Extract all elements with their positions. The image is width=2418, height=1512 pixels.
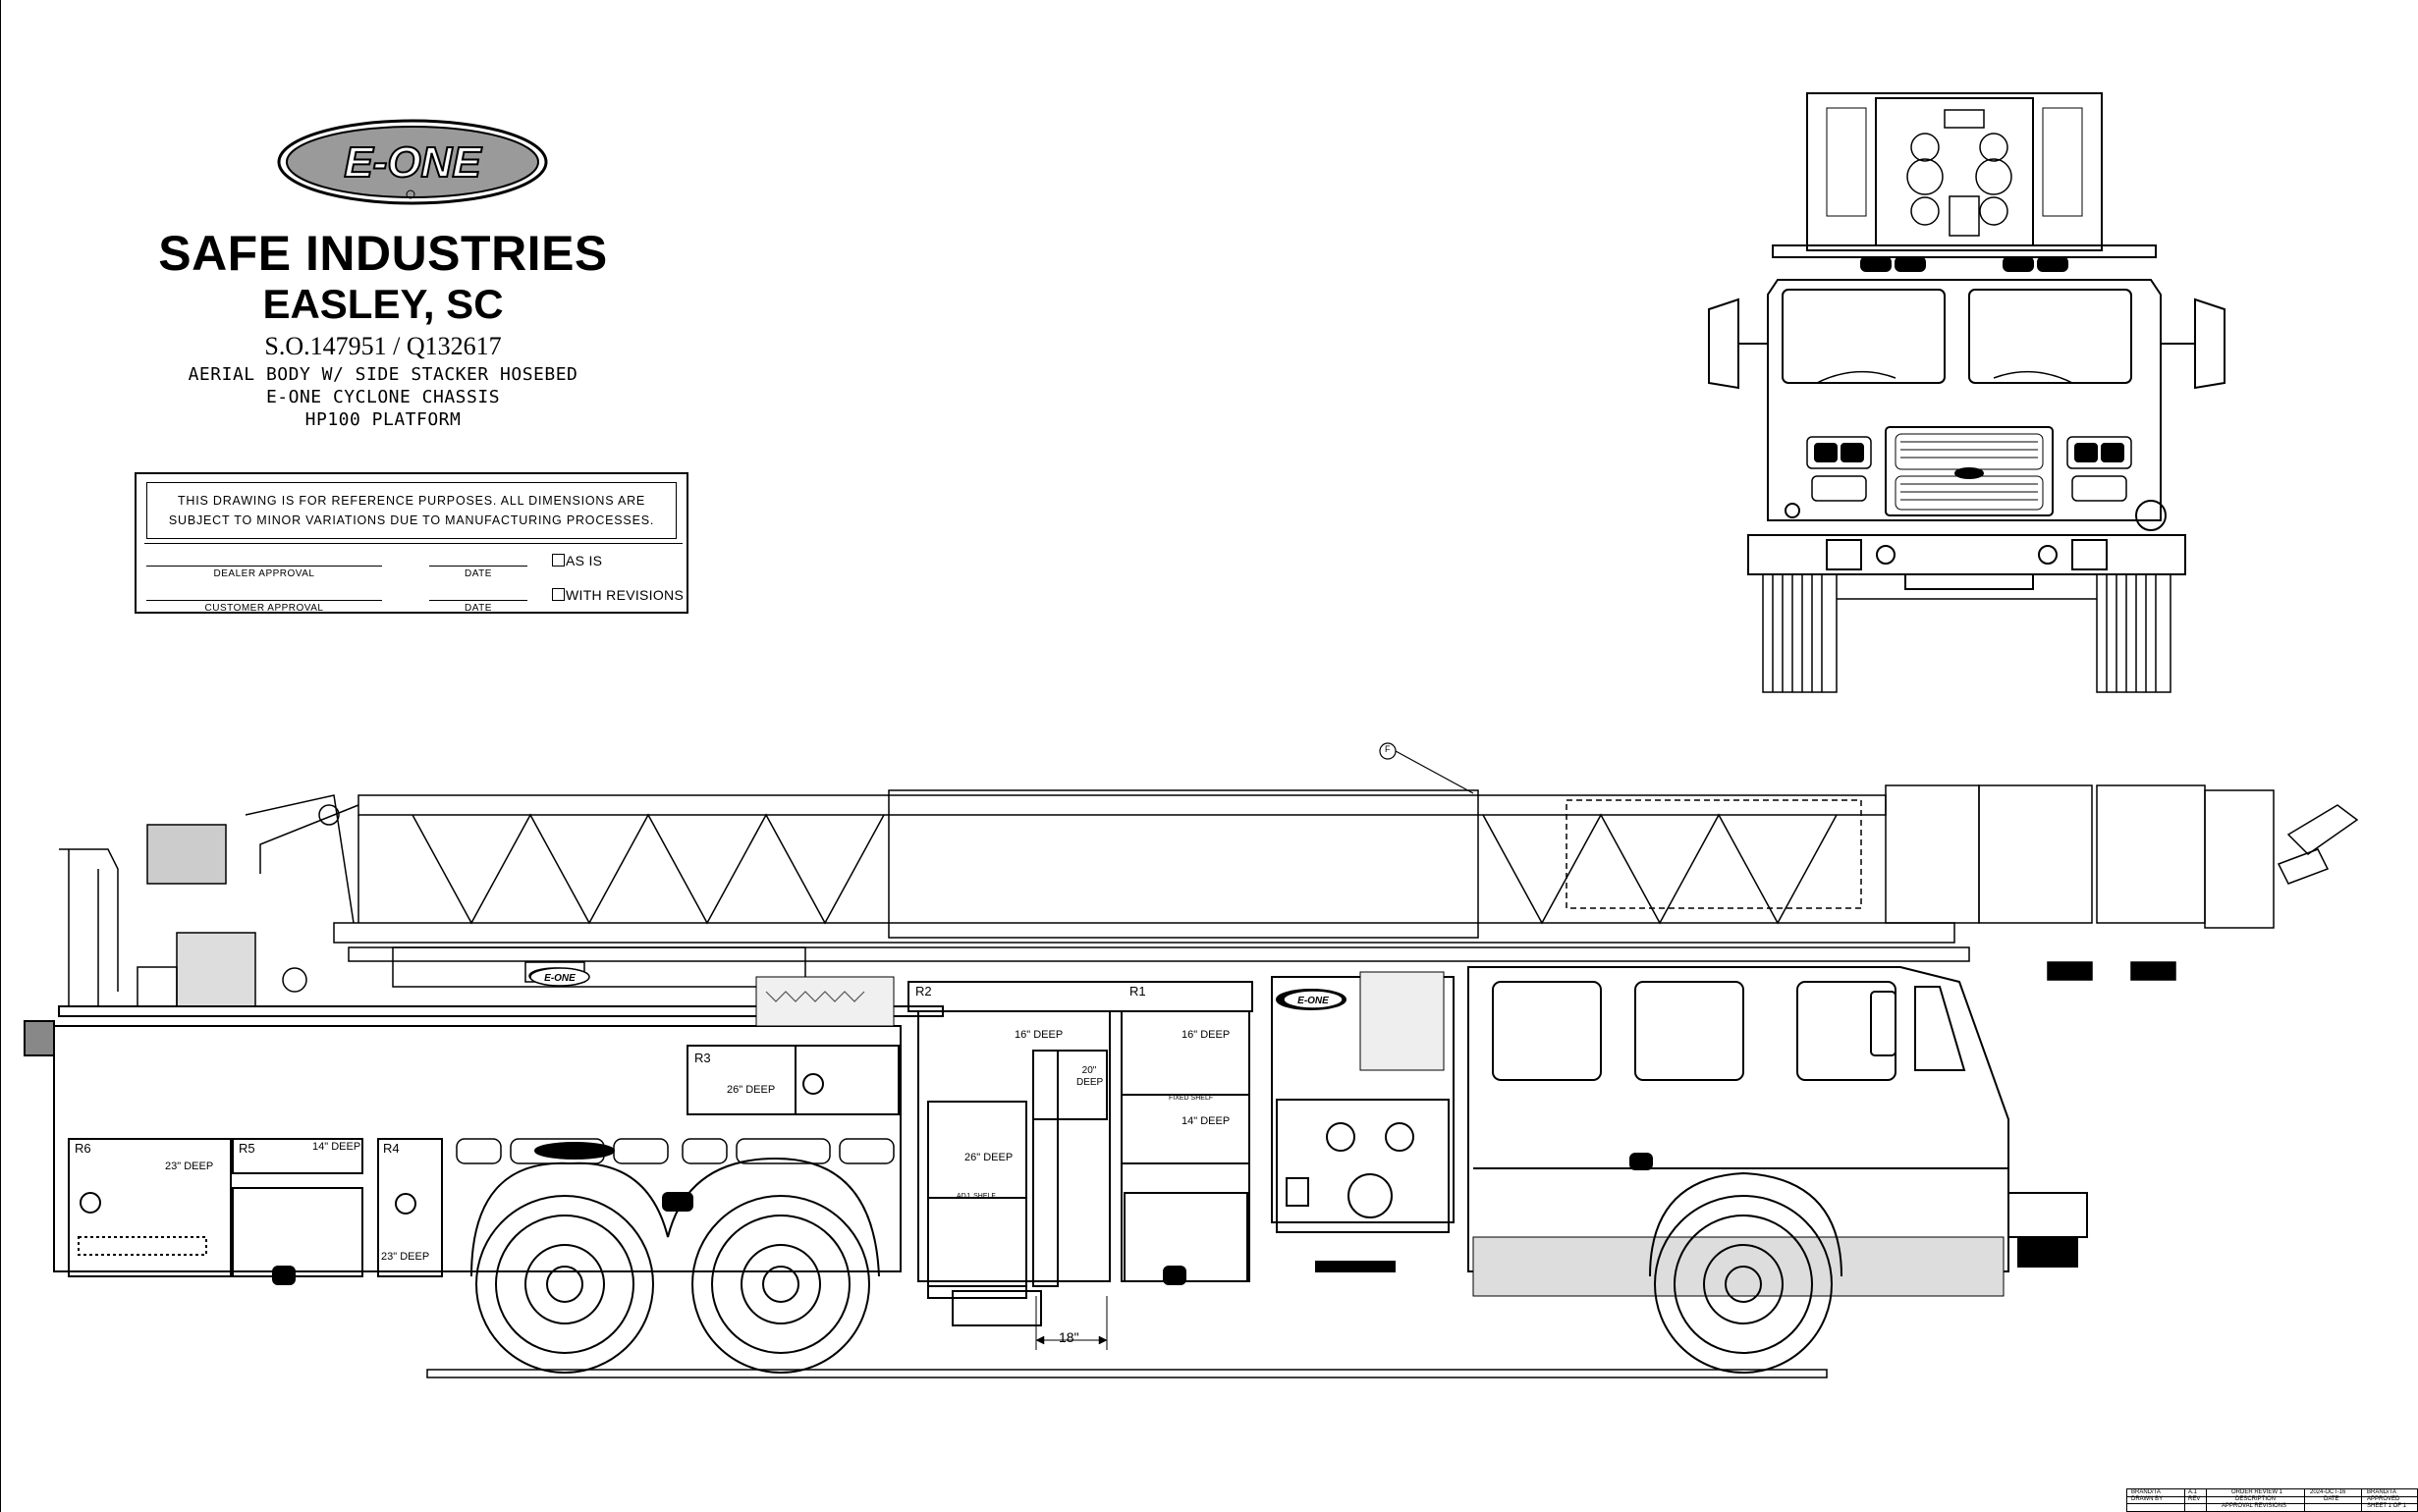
compartment-r1-id: R1 (1129, 984, 1146, 999)
with-revisions-option[interactable]: WITH REVISIONS (552, 587, 684, 603)
title-block: SAFE INDUSTRIES EASLEY, SC S.O.147951 / … (147, 226, 619, 431)
compartment-r3-depth: 26" DEEP (727, 1084, 776, 1096)
tb-approved-value: BRAND/TA (2367, 1489, 2396, 1495)
order-number: S.O.147951 / Q132617 (264, 332, 502, 360)
tb-date: DATE (2324, 1496, 2339, 1502)
pump-panel-logo: E-ONE (1283, 990, 1344, 1009)
dealer-signature-line[interactable] (146, 566, 382, 567)
tb-description-value: ORDER REVIEW 1 (2231, 1489, 2283, 1495)
tb-date-value: 2024-OCT-16 (2310, 1489, 2346, 1495)
company-city: EASLEY, SC (262, 281, 504, 327)
pump-logo-text: E-ONE (1297, 996, 1329, 1006)
front-axle-wheel (1654, 1195, 1833, 1374)
r1-fixed-shelf: FIXED SHELF (1169, 1095, 1214, 1102)
compartment-r6-id: R6 (75, 1141, 91, 1156)
rear-axle-1-wheel (475, 1195, 654, 1374)
tb-drawn-by: DRAWN BY (2131, 1496, 2164, 1502)
dealer-date-label: DATE (465, 568, 492, 579)
compartment-r3-id: R3 (694, 1051, 711, 1065)
logo-text: E-ONE (344, 138, 482, 187)
notice-line-2: SUBJECT TO MINOR VARIATIONS DUE TO MANUF… (168, 513, 655, 527)
r2-side-depth: 20" DEEP (1076, 1065, 1104, 1088)
compartment-r5-depth: 14" DEEP (312, 1141, 361, 1153)
customer-signature-line[interactable] (146, 600, 382, 601)
as-is-checkbox[interactable] (552, 554, 565, 567)
dimension-18: 18" (1059, 1329, 1079, 1345)
dealer-date-line[interactable] (429, 566, 527, 567)
tb-rev-value: A.1 (2188, 1489, 2198, 1495)
tb-approval-revisions: APPROVAL REVISIONS (2222, 1503, 2287, 1509)
side-view-drawing (24, 742, 2359, 1378)
body-logo: E-ONE (529, 967, 590, 987)
e-one-logo: E-ONE (277, 119, 548, 205)
notice-line-1: THIS DRAWING IS FOR REFERENCE PURPOSES. … (177, 494, 646, 508)
r2-lower-depth: 26" DEEP (964, 1152, 1014, 1163)
customer-approval-label: CUSTOMER APPROVAL (204, 603, 324, 614)
approval-divider (144, 543, 683, 544)
compartment-r1-depth: 16" DEEP (1182, 1029, 1231, 1041)
compartment-r6-depth: 23" DEEP (165, 1161, 214, 1172)
customer-date-line[interactable] (429, 600, 527, 601)
compartment-r4-id: R4 (383, 1141, 400, 1156)
tb-description: DESCRIPTION (2235, 1496, 2277, 1502)
compartment-r5-id: R5 (239, 1141, 255, 1156)
as-is-option[interactable]: AS IS (552, 553, 602, 568)
body-logo-text: E-ONE (544, 973, 576, 984)
frame-left-edge (0, 0, 1, 1512)
as-is-label: AS IS (566, 553, 603, 568)
callout-f: F (1385, 744, 1391, 754)
rear-axle-2-wheel (691, 1195, 870, 1374)
compartment-r4-depth: 23" DEEP (381, 1251, 430, 1263)
dealer-approval-label: DEALER APPROVAL (213, 568, 315, 579)
description-line-1: AERIAL BODY W/ SIDE STACKER HOSEBED (188, 364, 578, 385)
r2-adj-shelf: ADJ. SHELF (957, 1193, 996, 1200)
reference-notice: THIS DRAWING IS FOR REFERENCE PURPOSES. … (146, 482, 677, 539)
description-line-3: HP100 PLATFORM (304, 409, 462, 430)
tb-sheet: SHEET 1 OF 1 (2367, 1503, 2406, 1509)
with-revisions-label: WITH REVISIONS (566, 587, 685, 603)
compartment-r2-depth: 16" DEEP (1015, 1029, 1064, 1041)
drawing-title-block: BRAND/TA A.1 ORDER REVIEW 1 2024-OCT-16 … (2126, 1488, 2418, 1512)
approval-box: THIS DRAWING IS FOR REFERENCE PURPOSES. … (135, 472, 688, 614)
with-revisions-checkbox[interactable] (552, 588, 565, 601)
company-name: SAFE INDUSTRIES (158, 226, 608, 281)
tb-approved: APPROVED (2367, 1496, 2400, 1502)
tb-rev: REV (2188, 1496, 2201, 1502)
description-line-2: E-ONE CYCLONE CHASSIS (265, 387, 501, 407)
r1-lower-depth: 14" DEEP (1182, 1115, 1231, 1127)
customer-date-label: DATE (465, 603, 492, 614)
compartment-r2-id: R2 (915, 984, 932, 999)
front-view-drawing (1708, 92, 2226, 693)
tb-drawn-name: BRAND/TA (2131, 1489, 2161, 1495)
